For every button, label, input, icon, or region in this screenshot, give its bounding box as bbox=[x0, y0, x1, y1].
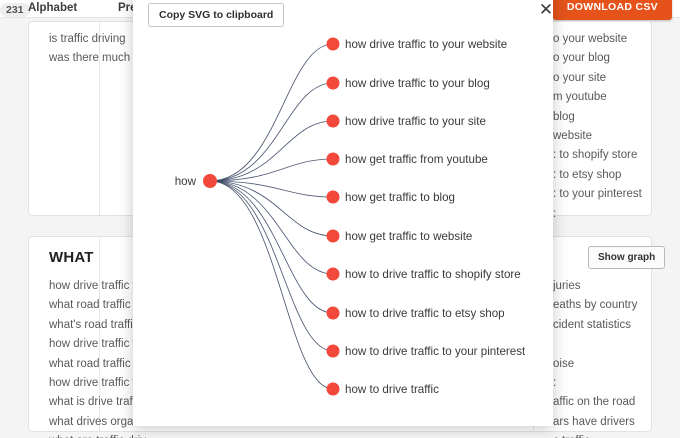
list-item[interactable]: what's road traffic bbox=[49, 318, 139, 331]
list-item[interactable]: website bbox=[553, 129, 592, 142]
card-divider bbox=[99, 22, 100, 215]
list-item[interactable] bbox=[553, 335, 663, 354]
graph-node[interactable] bbox=[326, 114, 340, 128]
graph-root-node[interactable] bbox=[203, 174, 217, 188]
graph-node-label[interactable]: how drive traffic to your site bbox=[345, 115, 486, 128]
graph-node-label[interactable]: how get traffic from youtube bbox=[345, 153, 488, 166]
graph-edge bbox=[209, 180, 334, 314]
graph-edge bbox=[209, 120, 334, 182]
list-item[interactable]: : to shopify store bbox=[553, 149, 638, 162]
list-item[interactable]: how drive traffic to bbox=[49, 338, 143, 351]
show-graph-button[interactable]: Show graph bbox=[588, 246, 666, 269]
list-item[interactable]: : bbox=[553, 207, 557, 220]
graph-node[interactable] bbox=[326, 267, 340, 281]
bottom-card-right-list: juries eaths by country cident statistics o… bbox=[553, 277, 663, 438]
list-item[interactable]: affic on the road bbox=[553, 396, 636, 409]
graph-node[interactable] bbox=[326, 190, 340, 204]
graph-edge bbox=[209, 180, 334, 198]
list-item[interactable]: how drive traffic to bbox=[49, 376, 143, 389]
list-item[interactable]: what is drive traffic bbox=[49, 396, 145, 409]
graph-edge bbox=[209, 43, 334, 182]
graph-node[interactable] bbox=[326, 152, 340, 166]
list-item[interactable]: o your website bbox=[553, 33, 628, 45]
download-csv-button[interactable]: DOWNLOAD CSV bbox=[552, 0, 672, 20]
list-item[interactable]: what drives organic bbox=[49, 415, 149, 428]
list-item[interactable]: : bbox=[553, 376, 557, 389]
graph-edge bbox=[209, 180, 334, 237]
graph-node[interactable] bbox=[326, 382, 340, 396]
top-card-left-list: is traffic driving was there much tra bbox=[49, 30, 389, 69]
list-item[interactable]: how drive traffic to bbox=[49, 280, 143, 292]
graph-node[interactable] bbox=[326, 37, 340, 51]
graph-node-label[interactable]: how drive traffic to your blog bbox=[345, 77, 490, 90]
graph-node-label[interactable]: how to drive traffic to your pinterest bbox=[345, 345, 526, 358]
list-item[interactable]: m youtube bbox=[553, 91, 607, 104]
graph-node-label[interactable]: how to drive traffic to etsy shop bbox=[345, 307, 505, 320]
list-item[interactable]: was there much tra bbox=[49, 52, 147, 65]
list-item[interactable]: oise bbox=[553, 357, 575, 370]
list-item[interactable]: blog bbox=[553, 110, 575, 123]
list-item[interactable]: c traffic bbox=[553, 432, 663, 438]
list-item[interactable]: juries bbox=[553, 280, 581, 292]
graph-node[interactable] bbox=[326, 344, 340, 358]
list-item[interactable]: o your blog bbox=[553, 52, 610, 65]
graph-edge bbox=[209, 180, 334, 352]
list-item[interactable]: o your site bbox=[553, 71, 607, 84]
bottom-card-left-list: how drive traffic to what road traffic ac… bbox=[49, 277, 389, 438]
keyword-graph: how how drive traffic to your website how … bbox=[175, 37, 526, 396]
graph-edge bbox=[209, 158, 334, 182]
list-item[interactable]: ars have drivers bbox=[553, 415, 635, 428]
list-item[interactable]: what are traffic driv bbox=[49, 432, 389, 438]
copy-svg-button[interactable]: Copy SVG to clipboard bbox=[148, 3, 285, 27]
graph-edge bbox=[209, 180, 334, 390]
list-item[interactable]: what road traffic co bbox=[49, 357, 146, 370]
prepositions-tab-label[interactable]: Pre bbox=[118, 2, 137, 14]
graph-node-label[interactable]: how drive traffic to your website bbox=[345, 38, 507, 51]
graph-root-label: how bbox=[175, 175, 197, 188]
graph-modal: how how drive traffic to your website how … bbox=[133, 0, 553, 426]
graph-node-label[interactable]: how to drive traffic to shopify store bbox=[345, 268, 521, 281]
alphabet-count-badge: 231 bbox=[0, 3, 30, 17]
graph-node[interactable] bbox=[326, 229, 340, 243]
list-item[interactable]: cident statistics bbox=[553, 318, 631, 331]
graph-node[interactable] bbox=[326, 306, 340, 320]
section-title-what: WHAT bbox=[49, 249, 94, 266]
graph-node[interactable] bbox=[326, 76, 340, 90]
alphabet-tab-label[interactable]: Alphabet bbox=[28, 2, 78, 14]
list-item[interactable]: : to your pinterest bbox=[553, 188, 642, 201]
list-item[interactable]: what road traffic ac bbox=[49, 299, 146, 312]
graph-node-label[interactable]: how get traffic to blog bbox=[345, 191, 455, 204]
list-item[interactable]: is traffic driving bbox=[49, 33, 126, 45]
graph-node-label[interactable]: how get traffic to website bbox=[345, 230, 472, 243]
graph-edge bbox=[209, 82, 334, 182]
list-item[interactable]: : to etsy shop bbox=[553, 168, 622, 181]
graph-edge bbox=[209, 180, 334, 275]
graph-node-label[interactable]: how to drive traffic bbox=[345, 383, 439, 396]
top-card-right-list: o your website o your blog o your site m yo… bbox=[553, 30, 663, 224]
card-divider bbox=[99, 237, 100, 431]
close-icon[interactable]: ✕ bbox=[538, 0, 554, 19]
list-item[interactable]: eaths by country bbox=[553, 299, 638, 312]
